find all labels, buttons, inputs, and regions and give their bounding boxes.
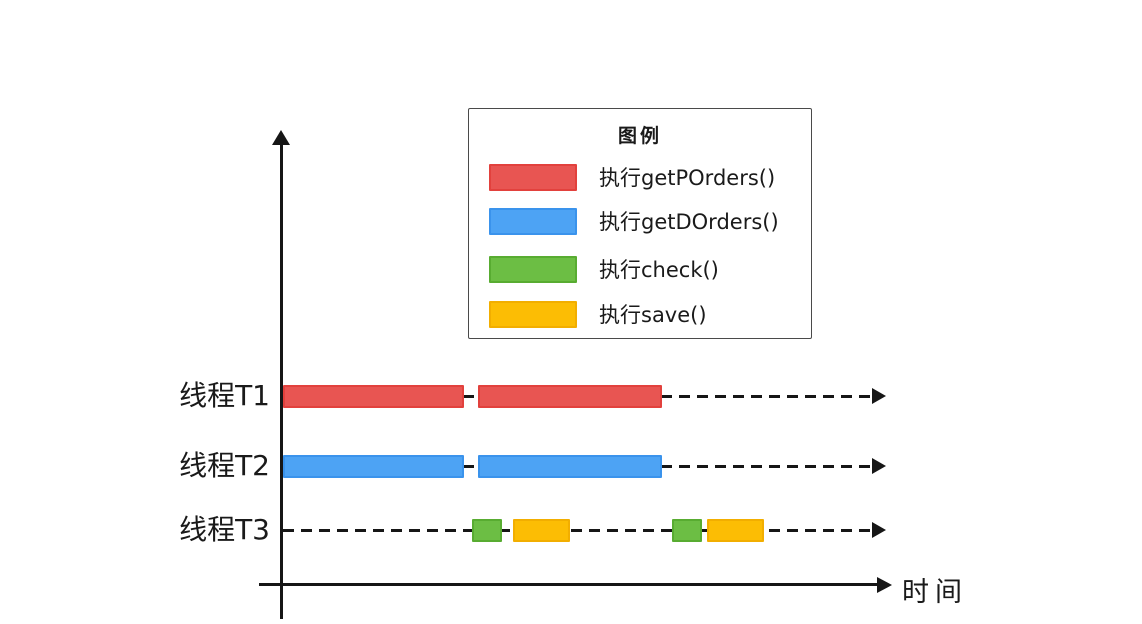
- legend-title: 图例: [617, 125, 662, 147]
- legend-swatch-getporders-icon: [489, 163, 577, 191]
- x-axis-label: 时间: [902, 577, 968, 608]
- thread-label-t2: 线程T2: [179, 449, 270, 482]
- timeline-arrow-icon: [872, 458, 886, 474]
- segment-getPOrders: [283, 384, 464, 408]
- legend-item-save: 执行save(): [489, 300, 707, 328]
- segment-check: [472, 518, 502, 542]
- segment-save: [707, 518, 764, 542]
- legend-swatch-check-icon: [489, 255, 577, 283]
- legend-swatch-getdorders-icon: [489, 207, 577, 235]
- legend-item-label: 执行save(): [599, 303, 707, 327]
- segment-check: [672, 518, 702, 542]
- legend-item-getporders: 执行getPOrders(): [489, 163, 775, 191]
- legend-item-getdorders: 执行getDOrders(): [489, 207, 779, 235]
- x-axis-arrow-icon: [877, 577, 892, 593]
- timeline-dashed-line: [283, 528, 872, 532]
- thread-label-t3: 线程T3: [179, 513, 270, 546]
- timeline-arrow-icon: [872, 388, 886, 404]
- legend-swatch-save-icon: [489, 300, 577, 328]
- legend-item-label: 执行getDOrders(): [599, 210, 779, 234]
- segment-getDOrders: [478, 454, 662, 478]
- segment-getDOrders: [283, 454, 464, 478]
- x-axis: [259, 583, 878, 586]
- timeline-arrow-icon: [872, 522, 886, 538]
- legend-item-check: 执行check(): [489, 255, 719, 283]
- y-axis: [280, 141, 283, 619]
- y-axis-arrow-icon: [272, 130, 290, 145]
- segment-save: [513, 518, 570, 542]
- legend-item-label: 执行getPOrders(): [599, 166, 776, 190]
- thread-label-t1: 线程T1: [179, 379, 270, 412]
- legend: 图例 执行getPOrders() 执行getDOrders() 执行check…: [468, 108, 812, 339]
- segment-getPOrders: [478, 384, 662, 408]
- legend-item-label: 执行check(): [599, 258, 719, 282]
